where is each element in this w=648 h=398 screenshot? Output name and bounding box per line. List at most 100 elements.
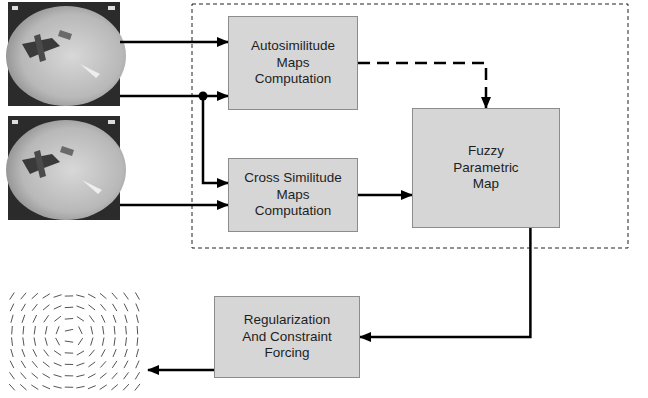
- vector-segment: [101, 349, 105, 356]
- vector-segment: [102, 338, 104, 346]
- vector-segment: [54, 351, 61, 356]
- dashed-group-outline: [192, 4, 628, 248]
- vector-segment: [65, 318, 73, 320]
- vector-segment: [114, 337, 115, 345]
- vector-segment: [88, 362, 95, 367]
- vector-segment: [136, 315, 138, 323]
- vector-segment: [77, 306, 85, 309]
- vector-segment: [76, 363, 84, 366]
- vector-segment: [111, 385, 117, 390]
- vector-segment: [125, 349, 128, 357]
- process-box: Cross Similitude Maps Computation: [228, 158, 358, 232]
- process-box: Fuzzy Parametric Map: [412, 108, 560, 228]
- vector-segment: [100, 361, 106, 367]
- vector-segment: [76, 295, 84, 297]
- vector-segment: [54, 316, 61, 321]
- vector-segment: [65, 341, 73, 342]
- vector-segment: [21, 373, 27, 379]
- vector-segment: [88, 386, 96, 389]
- vector-segment: [103, 326, 104, 334]
- vector-segment: [78, 338, 83, 345]
- vector-segment: [135, 292, 139, 299]
- vector-segment: [89, 315, 94, 322]
- vector-segment: [101, 315, 105, 323]
- vector-segment: [112, 293, 118, 299]
- vector-segment: [32, 304, 37, 311]
- flow-arrow: [358, 194, 412, 197]
- junction-dot: [199, 92, 208, 101]
- vector-segment: [135, 372, 139, 379]
- vector-segment: [124, 372, 129, 379]
- vector-segment: [33, 349, 37, 356]
- vector-segment: [10, 372, 15, 379]
- vector-segment: [124, 293, 129, 300]
- vector-segment: [11, 349, 13, 357]
- vector-segment: [45, 326, 47, 334]
- vector-segment: [65, 295, 73, 296]
- vector-segment: [65, 352, 73, 353]
- vector-segment: [114, 326, 116, 334]
- vector-segment: [56, 338, 60, 345]
- vector-field: [9, 292, 140, 390]
- vector-segment: [56, 326, 59, 334]
- vector-segment: [65, 307, 73, 308]
- vector-segment: [23, 326, 25, 334]
- vector-segment: [135, 384, 140, 391]
- vector-segment: [125, 315, 127, 323]
- vector-segment: [20, 384, 26, 390]
- fisheye-image: [6, 116, 126, 220]
- vector-segment: [10, 293, 15, 300]
- box-label: Fuzzy Parametric Map: [449, 143, 523, 192]
- vector-segment: [79, 326, 83, 334]
- vector-segment: [136, 304, 139, 312]
- vector-segment: [112, 304, 116, 311]
- vector-segment: [32, 361, 37, 367]
- vector-segment: [88, 294, 95, 298]
- vector-segment: [88, 374, 95, 378]
- vector-segment: [100, 385, 107, 390]
- vector-segment: [126, 337, 127, 345]
- vector-segment: [22, 315, 25, 323]
- process-box: Autosimilitude Maps Computation: [228, 16, 358, 110]
- vector-segment: [21, 361, 25, 368]
- vector-segment: [33, 315, 37, 323]
- vector-segment: [10, 361, 14, 368]
- vector-segment: [54, 363, 62, 366]
- vector-segment: [65, 364, 73, 365]
- vector-segment: [124, 361, 128, 368]
- vector-segment: [65, 387, 73, 388]
- vector-segment: [112, 361, 117, 368]
- input-arrow: [203, 96, 228, 183]
- vector-segment: [9, 384, 15, 390]
- process-box: Regularization And Constraint Forcing: [214, 296, 360, 378]
- vector-segment: [11, 326, 13, 334]
- vector-segment: [23, 337, 24, 345]
- input-arrow: [120, 95, 228, 98]
- vector-segment: [125, 326, 127, 334]
- vector-segment: [76, 375, 84, 377]
- vector-segment: [54, 375, 62, 377]
- vector-segment: [44, 315, 49, 322]
- vector-segment: [21, 304, 25, 311]
- input-arrow: [120, 41, 228, 44]
- vector-segment: [45, 338, 47, 346]
- dashed-arrow: [358, 63, 486, 108]
- vector-segment: [43, 362, 50, 367]
- vector-segment: [42, 386, 50, 389]
- vector-segment: [137, 337, 139, 345]
- vector-segment: [10, 304, 14, 312]
- vector-segment: [123, 384, 129, 390]
- vector-segment: [100, 293, 106, 298]
- vector-segment: [137, 326, 139, 334]
- vector-segment: [65, 329, 73, 331]
- box-label: Cross Similitude Maps Computation: [238, 170, 348, 219]
- vector-segment: [54, 295, 62, 298]
- vector-segment: [124, 304, 128, 312]
- input-arrow: [120, 204, 228, 207]
- vector-segment: [43, 294, 50, 298]
- vector-segment: [113, 315, 116, 323]
- box-label: Autosimilitude Maps Computation: [241, 38, 345, 87]
- vector-segment: [43, 374, 50, 378]
- vector-segment: [77, 351, 84, 355]
- vector-segment: [22, 349, 25, 357]
